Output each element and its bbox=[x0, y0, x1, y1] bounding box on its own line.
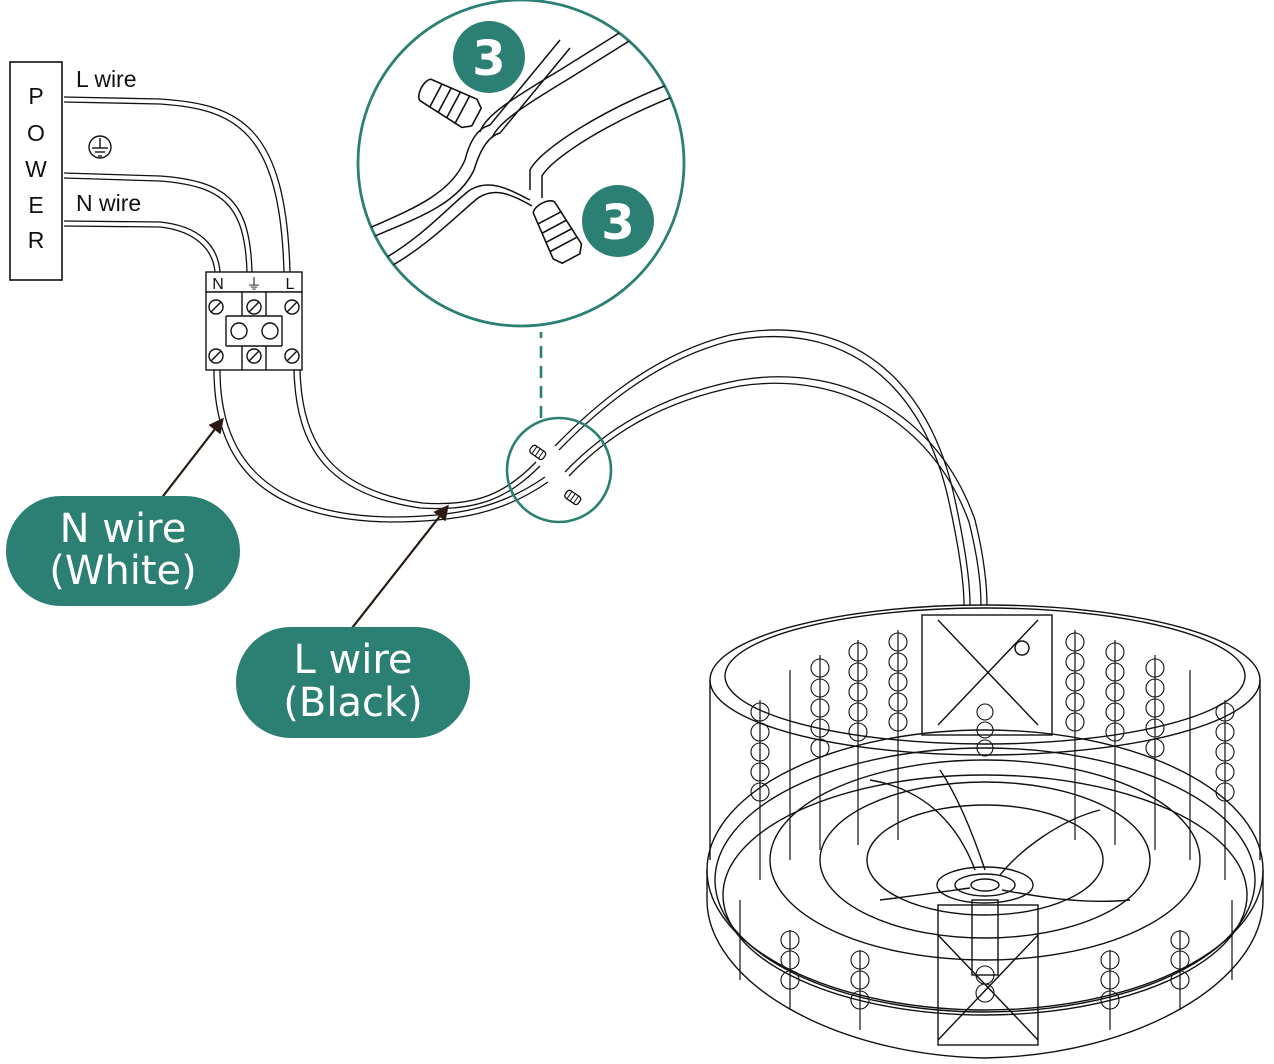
l-wire-label: L wire bbox=[76, 66, 137, 92]
fan-lead-wires bbox=[554, 329, 988, 606]
step-badge: 3 bbox=[582, 185, 654, 257]
svg-text:3: 3 bbox=[601, 195, 634, 251]
power-letter: E bbox=[28, 192, 43, 218]
power-letter: P bbox=[28, 83, 43, 109]
svg-text:(Black): (Black) bbox=[283, 680, 422, 726]
ceiling-fan-fixture bbox=[706, 604, 1264, 1059]
terminal-label-n: N bbox=[212, 276, 224, 293]
power-source-box: P O W E R bbox=[9, 61, 63, 281]
wire-nut-icon bbox=[529, 444, 547, 461]
wire-connector-circle bbox=[505, 416, 613, 524]
svg-text:L wire: L wire bbox=[293, 637, 412, 683]
terminal-block bbox=[205, 271, 303, 371]
l-wire-callout: L wire (Black) bbox=[236, 627, 470, 738]
svg-text:(White): (White) bbox=[49, 548, 197, 594]
terminal-label-l: L bbox=[286, 276, 295, 293]
wire-nut-icon bbox=[564, 489, 582, 506]
power-letter: R bbox=[28, 227, 45, 253]
n-wire-callout: N wire (White) bbox=[6, 496, 240, 606]
step-badge: 3 bbox=[453, 21, 525, 93]
wire-nut-icon bbox=[532, 200, 583, 265]
l-wire-arrow bbox=[344, 504, 449, 638]
svg-text:3: 3 bbox=[472, 31, 505, 87]
power-letter: W bbox=[25, 156, 47, 182]
wire-nut-icon bbox=[418, 78, 483, 129]
supply-wires bbox=[63, 96, 291, 273]
ground-symbol-icon bbox=[88, 135, 112, 159]
n-wire-label: N wire bbox=[76, 190, 141, 216]
svg-text:N wire: N wire bbox=[60, 506, 187, 552]
terminal-label-ground: ⏚ bbox=[246, 276, 261, 293]
power-letter: O bbox=[27, 120, 45, 146]
output-wires bbox=[213, 369, 549, 523]
